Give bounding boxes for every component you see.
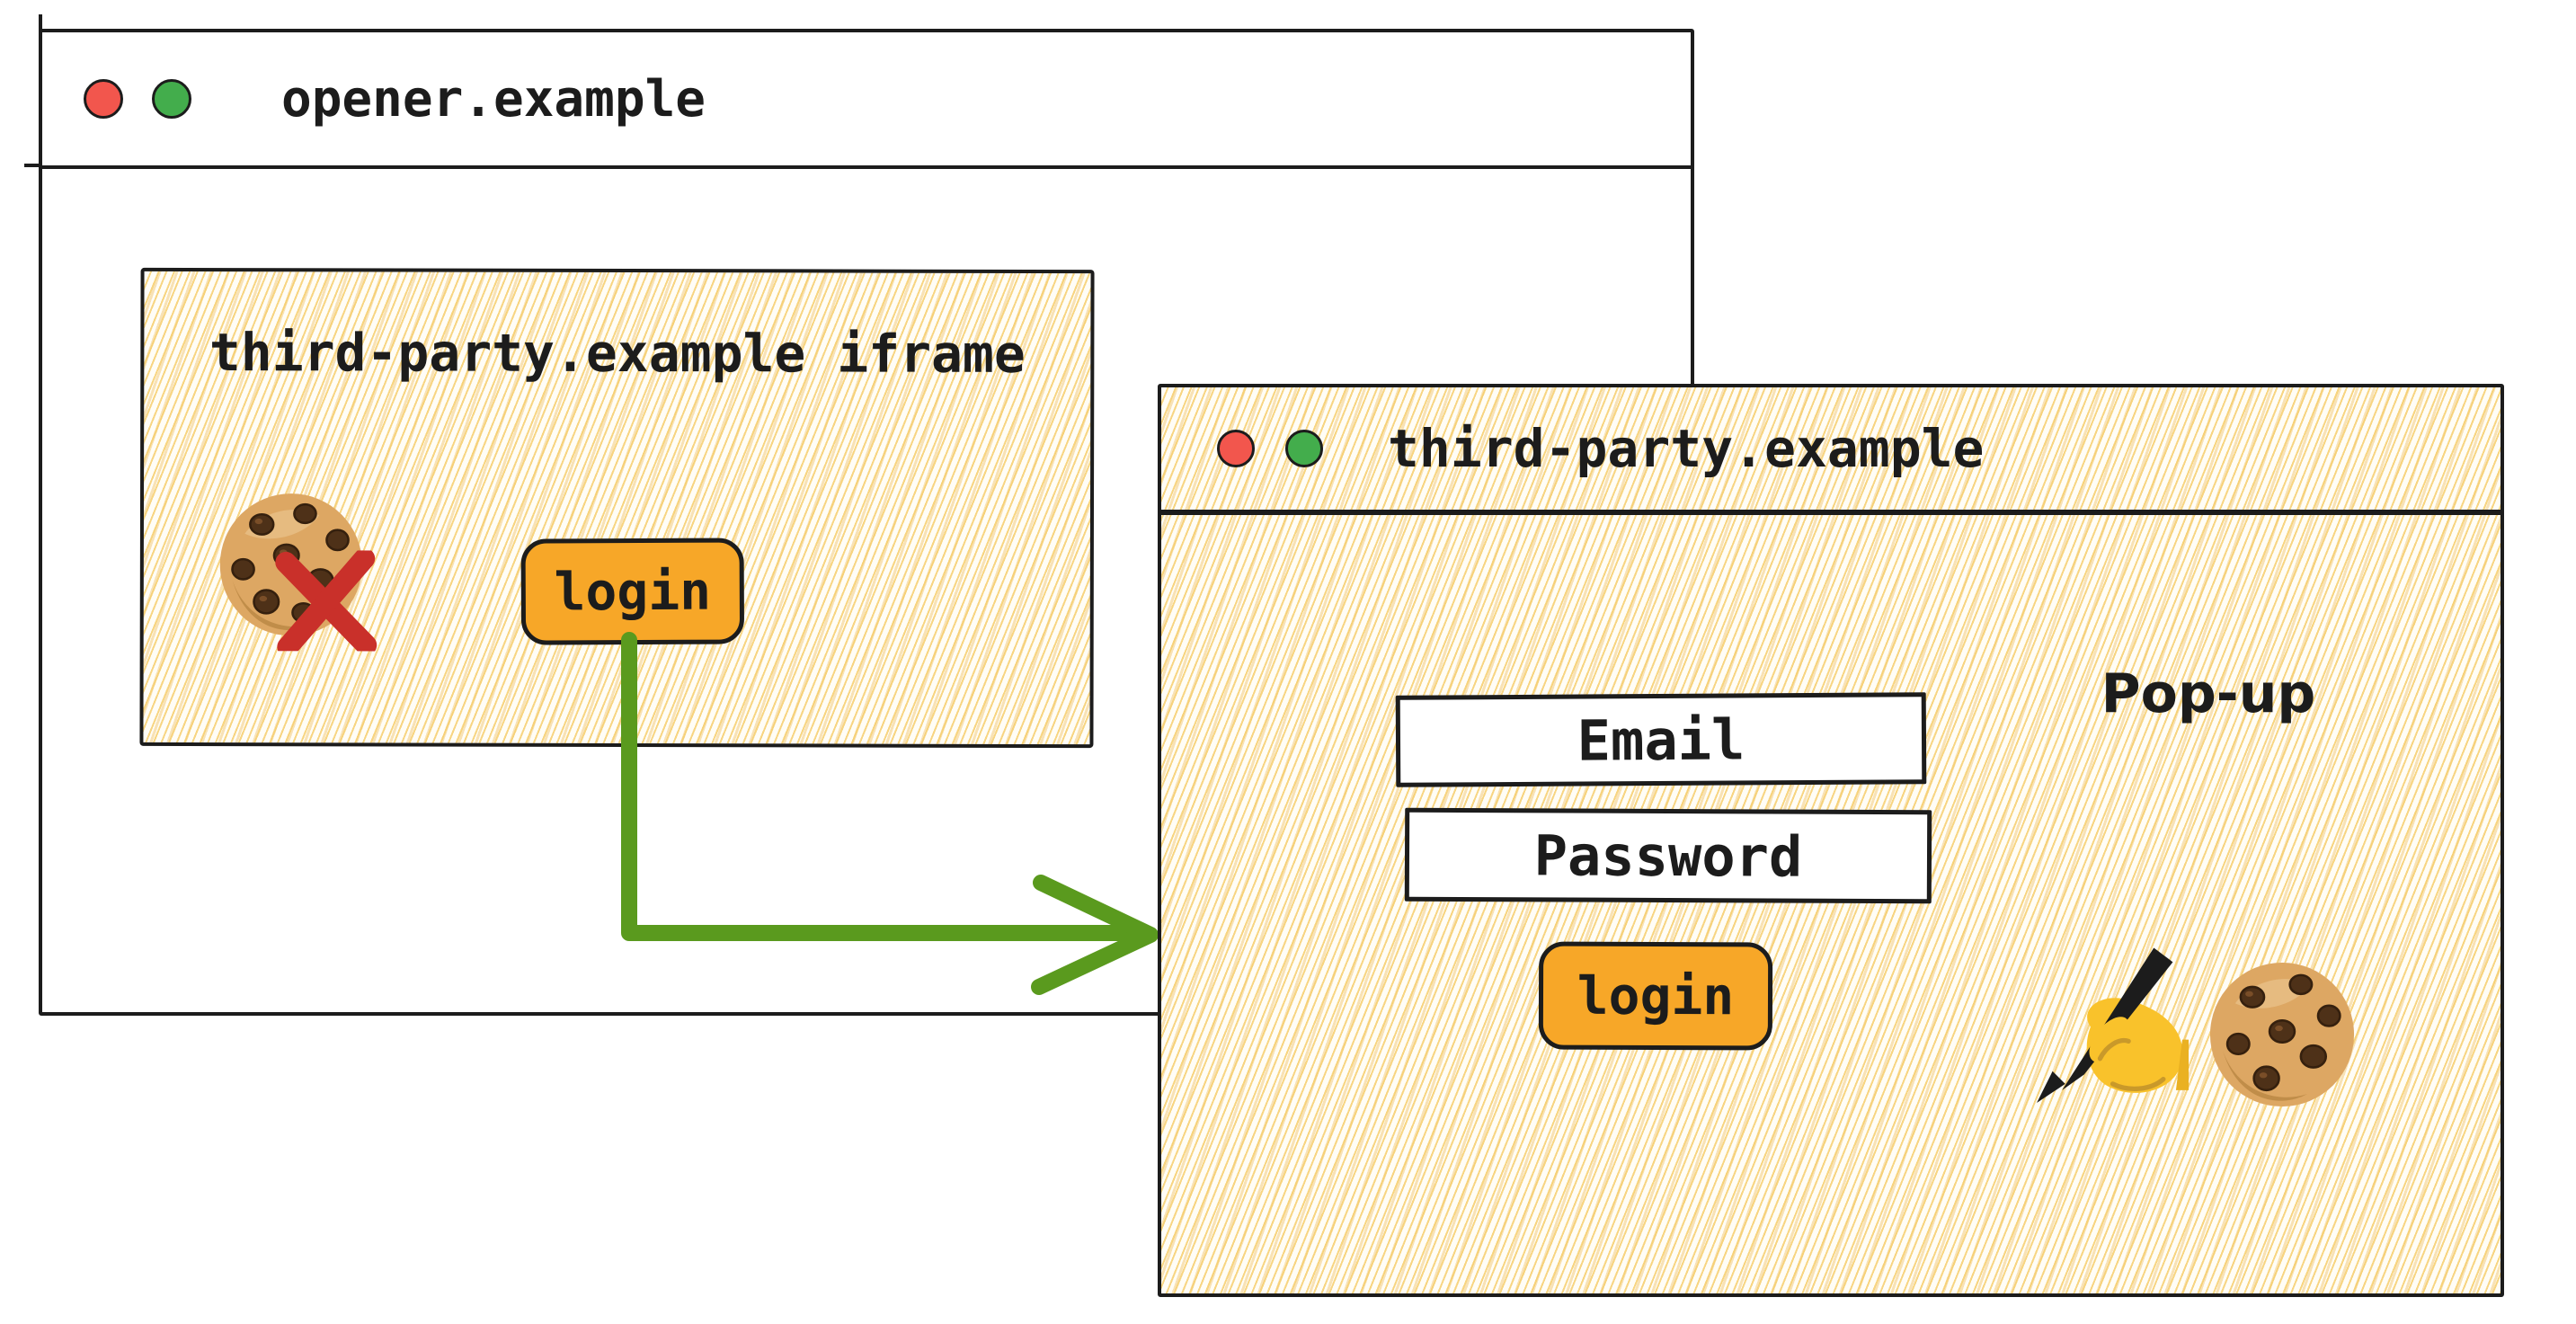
iframe-title: third-party.example iframe (209, 322, 1026, 385)
popup-window-title: third-party.example (1388, 418, 1985, 479)
popup-browser-window: third-party.example Email Password login… (1158, 384, 2504, 1297)
blocked-cross-icon (271, 547, 381, 658)
opener-window-title: opener.example (281, 69, 706, 129)
popup-titlebar: third-party.example (1161, 387, 2500, 510)
titlebar-separator (1161, 510, 2500, 515)
third-party-iframe: third-party.example iframe (139, 267, 1095, 749)
popup-login-button[interactable]: login (1538, 941, 1773, 1051)
cookie-icon (2204, 952, 2360, 1117)
password-field[interactable]: Password (1404, 807, 1932, 904)
email-field[interactable]: Email (1395, 692, 1927, 787)
sketch-stroke (24, 164, 42, 167)
sketch-stroke (39, 14, 42, 32)
close-window-icon[interactable] (1217, 430, 1255, 467)
maximize-window-icon[interactable] (1285, 430, 1323, 467)
opener-titlebar: opener.example (42, 32, 1691, 169)
maximize-window-icon[interactable] (152, 79, 191, 119)
popup-label: Pop-up (2101, 662, 2316, 725)
writing-hand-icon (2026, 945, 2193, 1103)
iframe-login-button[interactable]: login (520, 538, 745, 645)
close-window-icon[interactable] (84, 79, 123, 119)
